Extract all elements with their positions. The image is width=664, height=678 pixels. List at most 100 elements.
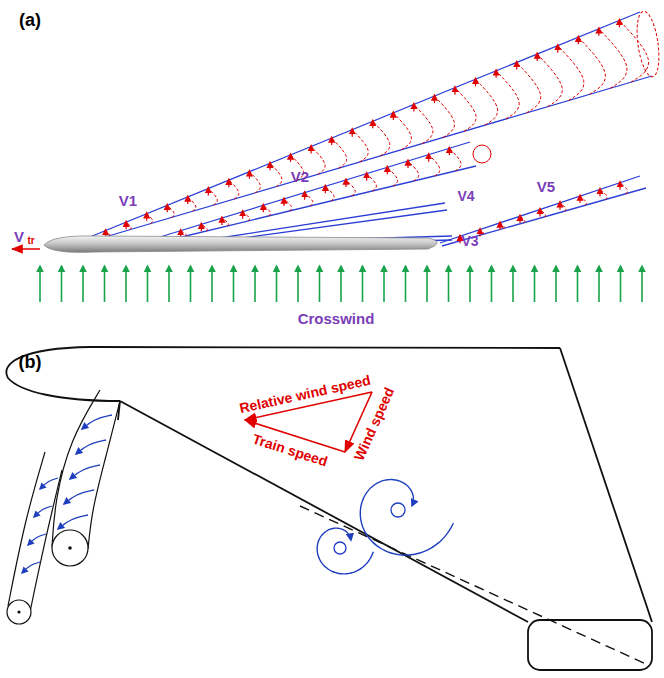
vortex-core [7,600,31,624]
swirl-arrow [578,36,579,44]
swirl-arc [600,189,607,199]
vortex-core [391,503,405,517]
vortex-boundary [165,166,476,241]
swirl-arc [520,216,525,223]
swirl-arrow [249,171,250,179]
vector-label: Relative wind speed [238,373,372,415]
swirl-arrow [598,28,599,36]
swirl-arrow [559,202,560,210]
vortex-end [473,145,491,163]
swirl-arc [346,180,355,196]
crosswind-arrow [340,266,342,302]
swirl-arc [147,214,153,224]
swirl-arrow [269,162,270,170]
swirl-arrow [40,478,58,489]
swirl-arrow [413,103,414,111]
vector-label: Train speed [251,432,329,469]
swirl-arc [560,203,566,211]
vortex-boundary [85,12,640,239]
swirl-arrow [479,229,480,237]
swirl-arrow [70,465,100,479]
swirl-arrow [579,195,580,203]
swirl-arrow [496,70,497,78]
swirl-arrow [428,154,429,162]
swirl-arrow [619,19,620,27]
crosswind-arrow [405,266,407,302]
swirl-arc [311,147,325,175]
swirl-arc [455,88,476,132]
swirl-arc [434,96,454,137]
vortex-spiral [317,528,373,574]
swirl-arrow [352,129,353,137]
swirl-arc [106,231,110,236]
crosswind-arrow [254,266,256,302]
swirl-arrow [499,222,500,230]
train-edge [560,348,652,622]
swirl-arc [414,104,433,143]
swirl-arrow [393,112,394,120]
vortex-core [52,530,88,566]
swirl-arrow [146,213,147,221]
crosswind-arrow [598,266,600,302]
swirl-arrow [599,188,600,196]
crosswind-label: Crosswind [298,311,375,326]
swirl-arc [126,222,131,230]
crosswind-arrow [319,266,321,302]
swirl-arrow [228,179,229,187]
train-edge [120,401,528,622]
swirl-arc [325,186,334,201]
crosswind-arrow [168,266,170,302]
swirl-arrow [557,45,558,53]
panel-label: (a) [19,11,41,29]
vortex-boundary [88,76,652,242]
swirl-arc [373,121,390,156]
swirl-arrow [372,120,373,128]
swirl-arc [208,189,217,206]
swirl-arc [619,20,648,82]
swirl-arrow [221,217,222,225]
crosswind-arrow [211,266,213,302]
crosswind-arrow [426,266,428,302]
swirl-arrow [366,173,367,181]
swirl-arc [449,148,461,171]
swirl-arc [599,29,627,88]
swirl-arc [222,218,228,226]
vortex-end [634,10,663,78]
swirl-arc [284,199,292,211]
swirl-arrow [519,215,520,223]
swirl-arrow [516,61,517,69]
swirl-arc [167,205,174,217]
swirl-arc [201,224,207,231]
swirl-arc [263,205,270,216]
crosswind-arrow [362,266,364,302]
swirl-arc [181,231,187,236]
swirl-arc [249,172,260,193]
swirl-arc [620,183,628,194]
vortex-tube [8,452,45,606]
swirl-arrow [263,204,264,212]
vortex-label: V5 [537,179,555,194]
swirl-arrow [22,562,40,573]
panel-a [12,10,662,302]
crosswind-arrow [39,266,41,302]
swirl-arc [367,174,377,191]
swirl-arrow [167,204,168,212]
swirl-arrow [407,160,408,168]
swirl-arc [476,79,498,125]
crosswind-arrow [297,266,299,302]
swirl-arrow [58,515,88,529]
panel-b [6,347,652,670]
vector-label: Wind speed [352,385,397,462]
vortex-label: V3 [461,234,478,248]
crosswind-arrow [61,266,63,302]
swirl-arrow [283,198,284,206]
crosswind-arrow [233,266,235,302]
vortex-center [68,546,72,550]
swirl-arrow [208,188,209,196]
swirl-arc [578,37,605,94]
swirl-arrow [304,192,305,200]
swirl-arc [517,62,541,112]
vortex-tube [88,401,120,549]
